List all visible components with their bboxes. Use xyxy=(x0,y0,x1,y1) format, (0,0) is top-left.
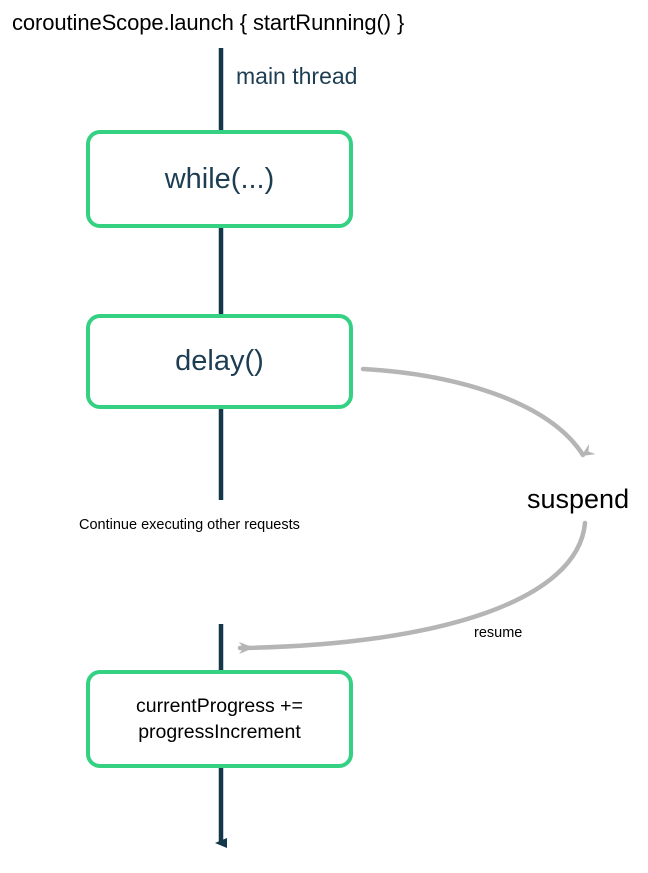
node-current-progress-label: currentProgress += progressIncrement xyxy=(136,693,303,746)
node-current-progress-line-1: currentProgress += xyxy=(136,694,303,717)
continue-executing-note: Continue executing other requests xyxy=(79,517,300,533)
suspend-label: suspend xyxy=(527,484,630,514)
node-current-progress[interactable]: currentProgress += progressIncrement xyxy=(86,670,353,768)
node-while-label: while(...) xyxy=(164,162,275,195)
resume-label: resume xyxy=(474,625,523,641)
node-while[interactable]: while(...) xyxy=(86,130,353,228)
resume-arrow xyxy=(237,520,588,655)
node-delay-label: delay() xyxy=(175,345,264,378)
main-thread-label: main thread xyxy=(236,63,358,89)
suspend-arrow xyxy=(360,366,596,458)
node-delay[interactable]: delay() xyxy=(86,314,353,409)
page-title: coroutineScope.launch { startRunning() } xyxy=(12,10,405,35)
node-current-progress-line-2: progressIncrement xyxy=(138,721,301,743)
